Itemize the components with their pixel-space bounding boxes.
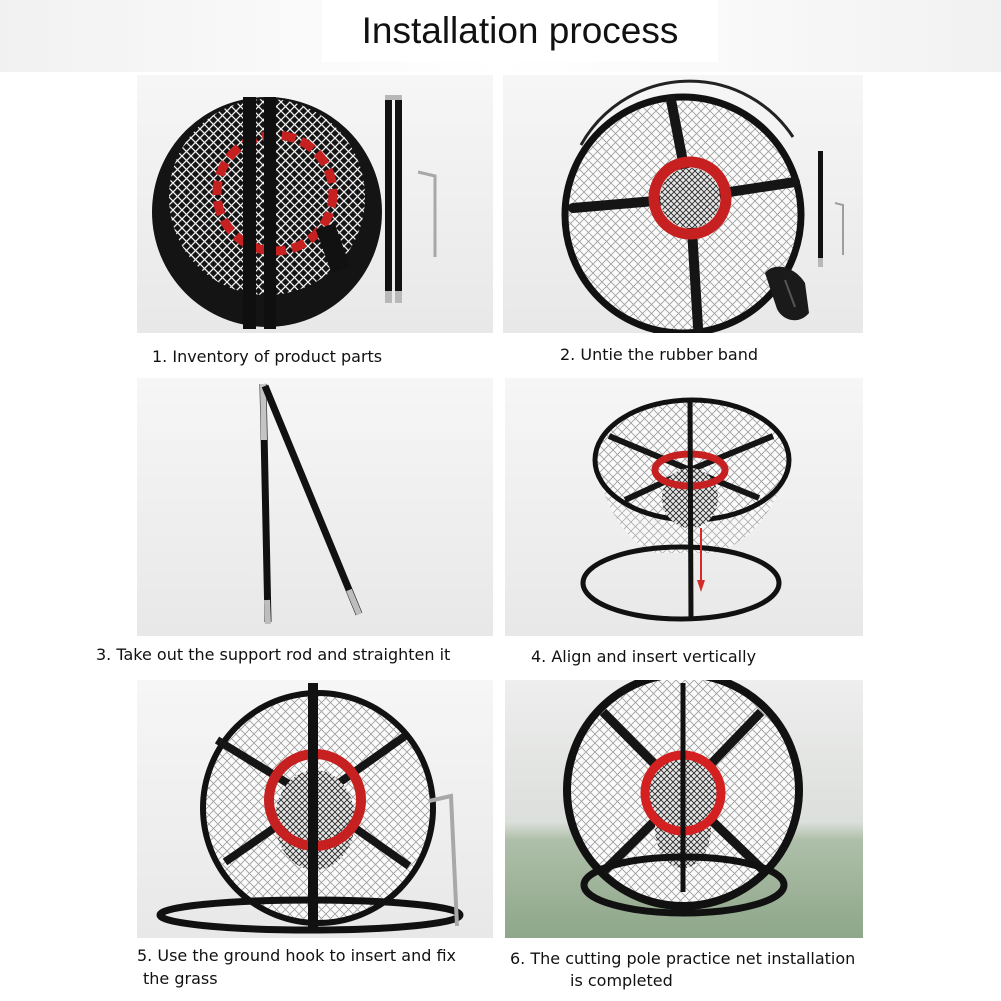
- bag-strap: [264, 97, 276, 329]
- support-rod-diagonal: [261, 384, 363, 616]
- step-3-caption: 3. Take out the support rod and straight…: [96, 645, 451, 664]
- step-1-photo: [137, 75, 493, 333]
- step-1-caption: 1. Inventory of product parts: [152, 347, 383, 366]
- ground-hook: [417, 170, 437, 257]
- arrow-head-icon: [697, 580, 705, 592]
- rod-tip: [346, 588, 362, 616]
- pole-tip: [385, 95, 402, 100]
- rubber-band: [765, 266, 809, 321]
- target-ring: [648, 156, 732, 240]
- pole-tip: [385, 291, 392, 303]
- bag-strap: [243, 97, 256, 329]
- support-pole: [687, 397, 694, 621]
- step-4-photo: [505, 378, 863, 636]
- title-box: Installation process: [322, 0, 718, 62]
- support-pole: [308, 683, 318, 933]
- net-pocket: [660, 168, 720, 228]
- step-6-photo: [505, 680, 863, 938]
- support-pole: [385, 99, 392, 297]
- step-5-caption-line-1: 5. Use the ground hook to insert and fix: [137, 946, 457, 965]
- ground-hook: [428, 793, 459, 927]
- step-6-caption-line-2: is completed: [570, 971, 673, 990]
- support-pole: [818, 151, 823, 265]
- pole-tip: [818, 258, 823, 267]
- strap-loop: [315, 222, 351, 274]
- rubber-band-detail: [784, 279, 796, 308]
- bottom-frame-ring: [156, 896, 464, 934]
- step-5-photo: [137, 680, 493, 938]
- step-2-photo: [503, 75, 863, 333]
- step-4-caption: 4. Align and insert vertically: [531, 647, 757, 666]
- step-2-caption: 2. Untie the rubber band: [560, 345, 758, 364]
- support-pole: [395, 99, 402, 297]
- frame-rim: [579, 79, 795, 146]
- bottom-frame-ring: [580, 544, 782, 622]
- step-6-caption-line-1: 6. The cutting pole practice net install…: [510, 949, 856, 968]
- rod-joint-silver: [260, 383, 267, 441]
- step-3-photo: [137, 378, 493, 636]
- pole-tip: [395, 291, 402, 303]
- bottom-frame-ring: [580, 853, 788, 917]
- page-title: Installation process: [361, 10, 679, 51]
- ground-hook: [834, 202, 844, 255]
- step-5-caption-line-2: the grass: [143, 969, 218, 988]
- rod-tip: [264, 599, 271, 625]
